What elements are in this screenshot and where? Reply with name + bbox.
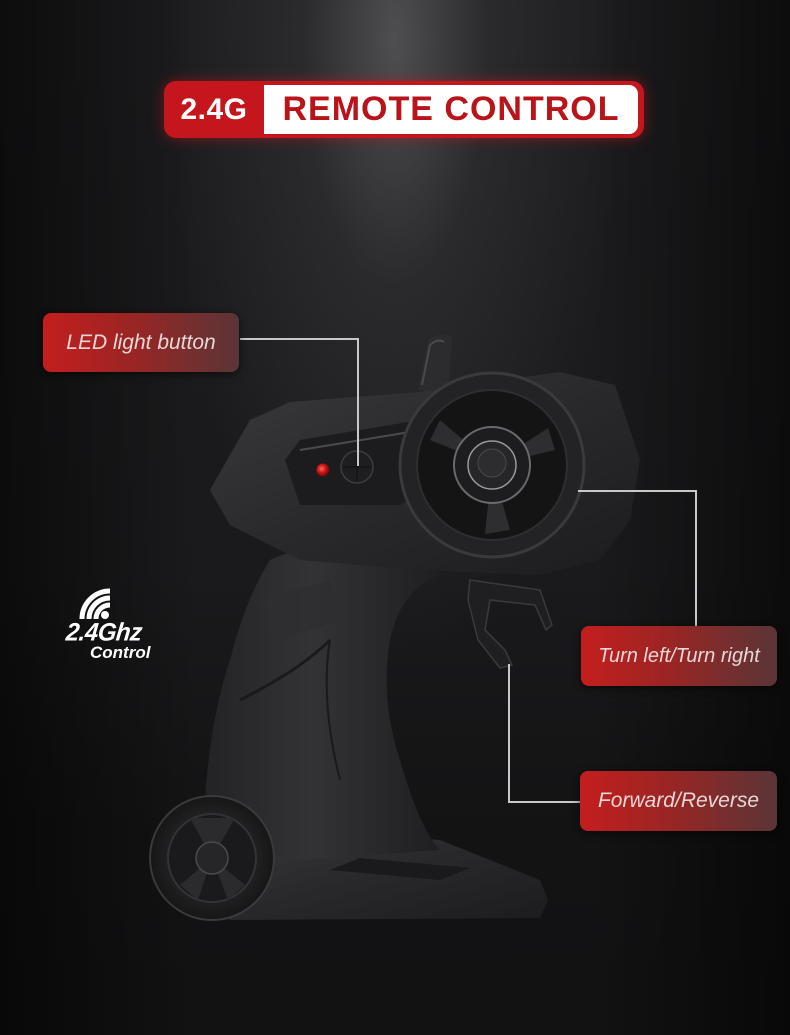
turn-connector-line bbox=[578, 490, 696, 492]
led-connector-line bbox=[240, 338, 358, 340]
frequency-logo: 2.4Ghz Control bbox=[62, 585, 182, 665]
frequency-logo-sub: Control bbox=[90, 643, 151, 662]
base-wheel-shape bbox=[149, 795, 275, 921]
callout-forward-reverse: Forward/Reverse bbox=[580, 771, 777, 831]
frequency-badge: 2.4G bbox=[180, 92, 248, 126]
forward-connector-line-vertical bbox=[508, 664, 510, 801]
throttle-trigger-shape bbox=[467, 579, 553, 669]
led-connector-line-vertical bbox=[357, 338, 359, 466]
led-indicator bbox=[316, 463, 330, 477]
forward-connector-line bbox=[508, 801, 580, 803]
steering-wheel-shape bbox=[398, 371, 586, 559]
title-banner: 2.4G REMOTE CONTROL bbox=[164, 81, 644, 138]
remote-controller-image bbox=[149, 334, 640, 921]
wifi-signal-icon bbox=[79, 588, 111, 620]
antenna bbox=[418, 334, 452, 395]
callout-led-light-button: LED light button bbox=[43, 313, 239, 372]
callout-turn-left-right: Turn left/Turn right bbox=[581, 626, 777, 686]
turn-connector-line-vertical bbox=[695, 490, 697, 626]
page-title: REMOTE CONTROL bbox=[264, 85, 638, 134]
